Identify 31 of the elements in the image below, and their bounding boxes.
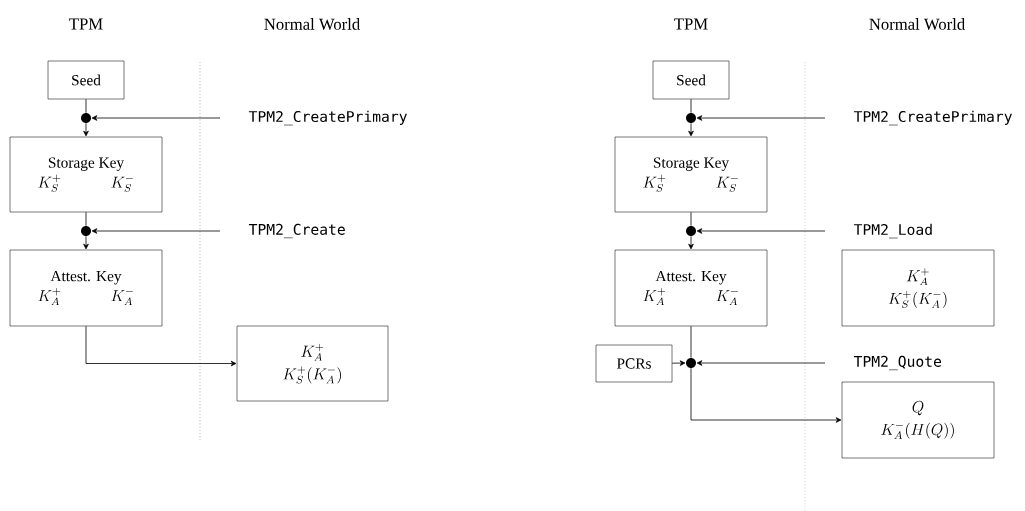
message-box: $K_{A}^{+}$ $K_{S}^{+}(K_{A}^{-})$ [236,325,389,402]
key-box: Attest. Key $K_{A}^{+}$ $K_{A}^{-}$ [9,249,163,327]
command-label: TPM2_Quote [853,355,942,371]
process-box: Seed [47,60,125,100]
process-box: PCRs [595,344,673,383]
command-label: TPM2_CreatePrimary [853,110,1012,126]
arrow [83,235,89,250]
column-heading: Normal World [264,18,360,30]
column-heading: TPM [674,18,708,30]
message-box: $Q$ $K_{A}^{-}(H(Q))$ [841,381,995,459]
command-label: TPM2_Create [248,223,345,239]
arrow [688,122,694,137]
column-heading: Normal World [869,18,965,30]
arrow [85,325,237,367]
arrow [696,360,826,366]
arrow [688,235,694,250]
arrow [83,122,89,137]
arrow [690,367,842,423]
message-box: $K_{A}^{+}$ $K_{S}^{+}(K_{A}^{-})$ [841,249,995,327]
key-box: Attest. Key $K_{A}^{+}$ $K_{A}^{-}$ [614,249,768,327]
process-box: Seed [652,60,730,100]
command-label: TPM2_CreatePrimary [248,110,407,126]
arrow [696,228,826,234]
key-box: Storage Key $K_{S}^{+}$ $K_{S}^{-}$ [614,136,768,213]
arrow [91,228,221,234]
column-heading: TPM [69,18,103,30]
arrow [696,115,826,121]
key-box: Storage Key $K_{S}^{+}$ $K_{S}^{-}$ [9,136,163,213]
arrow [671,360,686,366]
arrow [91,115,221,121]
command-label: TPM2_Load [853,223,932,239]
